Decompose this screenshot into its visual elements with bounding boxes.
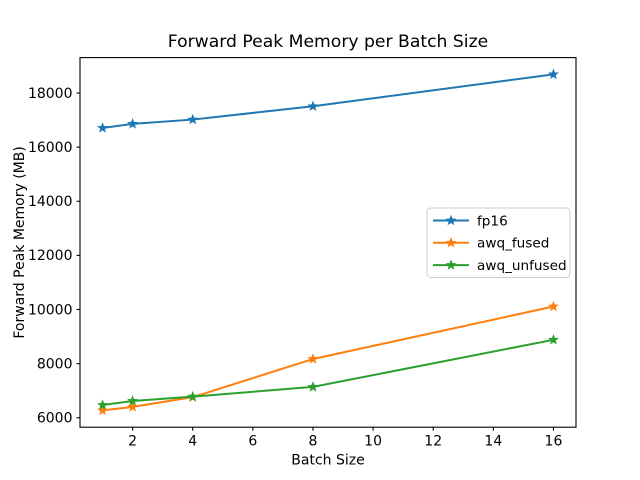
y-tick-label: 10000 <box>28 302 73 318</box>
star-marker-awq_unfused <box>97 399 109 410</box>
legend-star-marker <box>445 259 457 270</box>
star-marker-awq_unfused <box>307 381 319 392</box>
star-marker-fp16 <box>187 113 199 125</box>
star-marker-awq_fused <box>127 401 139 412</box>
y-tick-label: 18000 <box>28 86 73 102</box>
x-tick-label: 4 <box>188 434 197 450</box>
x-axis-label: Batch Size <box>291 453 364 469</box>
chart-title: Forward Peak Memory per Batch Size <box>168 32 488 52</box>
star-marker-awq_fused <box>307 353 319 364</box>
star-marker-awq_unfused <box>187 390 199 402</box>
legend-star-marker <box>445 214 457 226</box>
y-axis-label: Forward Peak Memory (MB) <box>12 146 28 338</box>
star-marker-awq_fused <box>547 300 559 312</box>
x-tick-label: 12 <box>424 434 442 450</box>
legend-box <box>426 207 571 278</box>
star-marker-awq_fused <box>97 404 109 416</box>
star-marker-awq_unfused <box>547 334 559 345</box>
x-tick-label: 6 <box>248 434 257 450</box>
star-marker-fp16 <box>547 68 559 80</box>
y-tick-label: 14000 <box>28 194 73 210</box>
legend-label: awq_unfused <box>477 258 567 274</box>
star-marker-fp16 <box>127 118 139 129</box>
y-tick-label: 12000 <box>28 248 73 264</box>
star-marker-fp16 <box>97 122 109 133</box>
legend-star-marker <box>445 237 457 248</box>
x-tick-label: 14 <box>484 434 502 450</box>
x-tick-label: 2 <box>128 434 137 450</box>
axes-spines <box>79 57 577 428</box>
legend-label: awq_fused <box>477 236 549 252</box>
x-tick-label: 10 <box>364 434 382 450</box>
x-tick-label: 8 <box>309 434 318 450</box>
legend-label: fp16 <box>477 213 508 229</box>
star-marker-fp16 <box>307 100 319 111</box>
x-tick-label: 16 <box>545 434 563 450</box>
y-tick-label: 6000 <box>37 411 73 427</box>
y-tick-label: 8000 <box>37 356 73 372</box>
y-tick-label: 16000 <box>28 140 73 156</box>
star-marker-awq_unfused <box>127 395 139 406</box>
